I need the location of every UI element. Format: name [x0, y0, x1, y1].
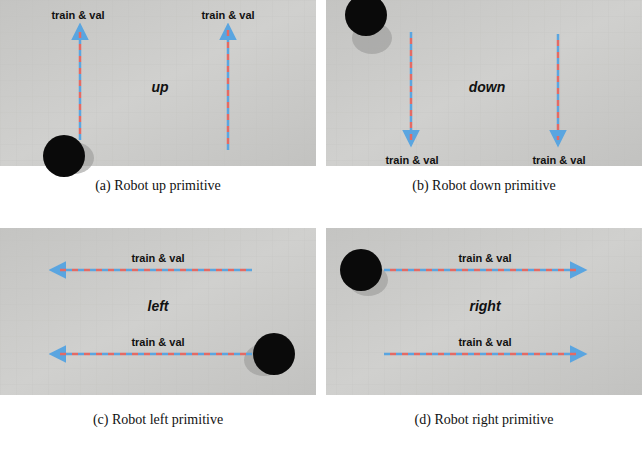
direction-word: up [151, 80, 168, 95]
split-label: train & val [131, 336, 184, 348]
subfigure-caption: (d) Robot right primitive [415, 412, 554, 427]
split-label: train & val [458, 336, 511, 348]
split-label: train & val [385, 154, 438, 166]
subfigure-caption: (a) Robot up primitive [95, 178, 221, 193]
direction-word: down [469, 80, 506, 95]
split-label: train & val [532, 154, 585, 166]
subfigure-caption: (b) Robot down primitive [412, 178, 556, 193]
panel-down [326, 0, 642, 166]
panel-left [0, 228, 316, 395]
direction-word: right [469, 299, 500, 314]
split-label: train & val [131, 252, 184, 264]
subfigure-caption: (c) Robot left primitive [93, 412, 223, 427]
panel-right [326, 228, 642, 395]
split-label: train & val [201, 9, 254, 21]
split-label: train & val [51, 9, 104, 21]
split-label: train & val [458, 252, 511, 264]
direction-word: left [148, 299, 169, 314]
panel-up [0, 0, 316, 177]
